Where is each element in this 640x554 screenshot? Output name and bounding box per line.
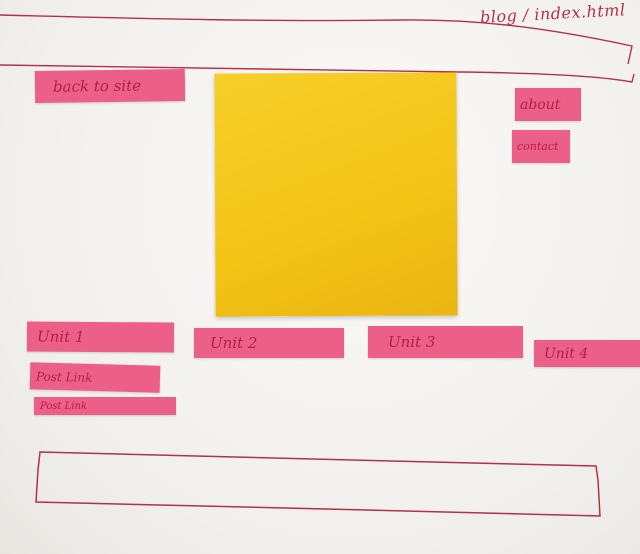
post-link[interactable]: Post Link [29, 362, 161, 393]
hero-image-placeholder [214, 72, 458, 317]
unit-2-link[interactable]: Unit 2 [194, 328, 344, 358]
unit-4-link[interactable]: Unit 4 [534, 340, 640, 367]
about-link[interactable]: about [515, 88, 581, 121]
unit-3-link[interactable]: Unit 3 [368, 326, 523, 358]
unit-1-link[interactable]: Unit 1 [26, 321, 175, 353]
post-link[interactable]: Post Link [34, 397, 176, 415]
contact-link[interactable]: contact [512, 130, 570, 163]
back-to-site-link[interactable]: back to site [34, 68, 186, 104]
